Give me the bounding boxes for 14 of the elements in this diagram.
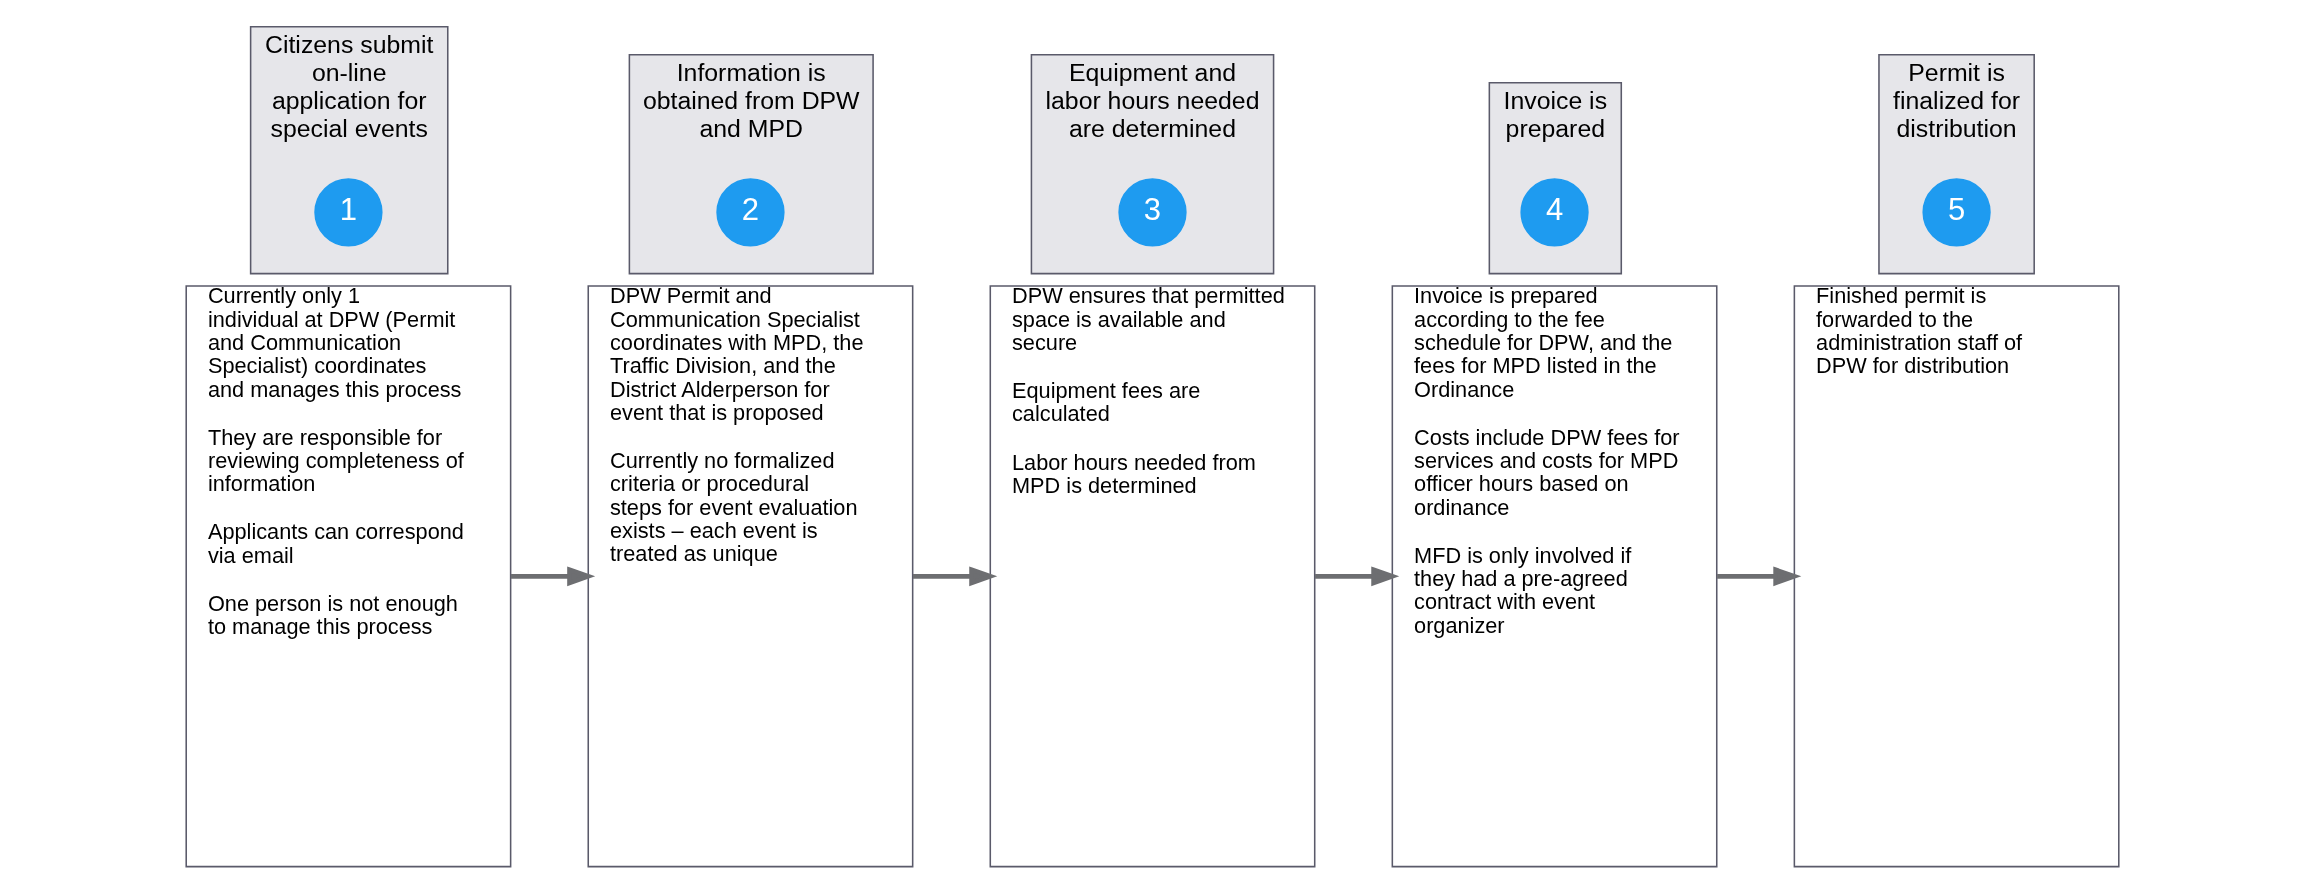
node-circle: 4: [1520, 178, 1589, 247]
node-box: Invoice is prepared according to the fee schedule for DPW, and the fees for MPD listed in the Ordinance Costs include DPW fees for services and costs for MPD officer hours based on ordinance MFD is only involved if they had a pre-agreed contract with event organizer: [1391, 285, 1718, 868]
node-circle: 1: [314, 178, 383, 247]
node-box: Finished permit is forwarded to the administration staff of DPW for distribution: [1793, 285, 2120, 868]
arrow: [1717, 566, 1802, 587]
arrow: [913, 566, 998, 587]
node-box: DPW ensures that permitted space is available and secure Equipment fees are calculated Labor hours needed from MPD is determined: [989, 285, 1316, 868]
arrow: [1315, 566, 1400, 587]
node-box: DPW Permit and Communication Specialist coordinates with MPD, the Traffic Division, and the District Alderperson for event that is proposed Currently no formalized criteria or procedural steps for event evaluation exists – each event is treated as unique: [587, 285, 914, 868]
node-circle: 2: [716, 178, 785, 247]
arrow: [510, 566, 596, 587]
node-box: Currently only 1 individual at DPW (Permit and Communication Specialist) coordinates and manages this process They are responsible for reviewing completeness of information Applicants can correspond via email One person is not enough to manage this process: [185, 285, 512, 868]
node-circle: 5: [1922, 178, 1991, 247]
node-circle: 3: [1118, 178, 1187, 247]
